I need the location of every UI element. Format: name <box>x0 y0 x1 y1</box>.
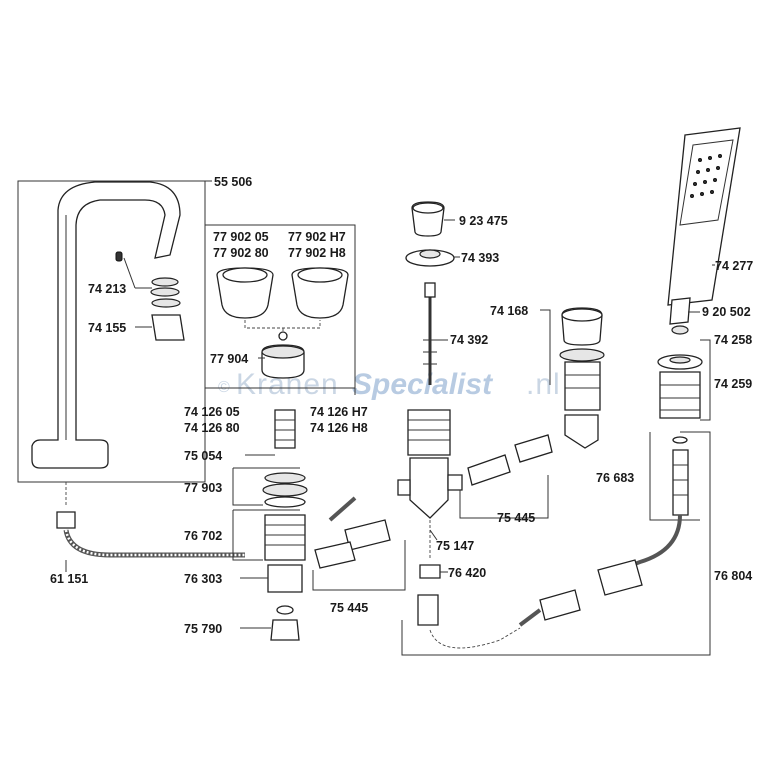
shower-hose <box>401 431 711 656</box>
aerator-housing <box>151 314 185 341</box>
shower-head <box>667 127 741 306</box>
aerator-ring-3 <box>151 298 181 308</box>
label-77904: 77 904 <box>210 352 248 366</box>
label-74155: 74 155 <box>88 321 126 335</box>
left-valve-stack <box>232 409 308 641</box>
label-77902H8: 77 902 H8 <box>288 246 346 260</box>
leader-lines <box>123 180 715 629</box>
center-stack <box>312 201 553 626</box>
spindle-74392 <box>424 282 436 298</box>
valve-75147 <box>409 457 449 519</box>
label-74392: 74 392 <box>450 333 488 347</box>
label-74168: 74 168 <box>490 304 528 318</box>
holder-74259 <box>659 371 701 419</box>
label-55506: 55 506 <box>214 175 252 189</box>
label-75147: 75 147 <box>436 539 474 553</box>
label-74213: 74 213 <box>88 282 126 296</box>
watermark-brand-part2: Specialist <box>352 368 494 401</box>
aerator-ring-2 <box>150 287 180 297</box>
nut-75790 <box>270 619 300 641</box>
handle-group-frame <box>204 224 356 481</box>
spout-group <box>17 180 245 572</box>
aerator-ring-1 <box>151 277 179 287</box>
watermark: © Kranen Specialist .nl <box>218 368 561 401</box>
label-7790205: 77 902 05 <box>213 230 269 244</box>
bracket-75445-right <box>459 475 549 519</box>
label-7790280: 77 902 80 <box>213 246 269 260</box>
hose-75445-right <box>467 454 511 486</box>
cartridge-74126 <box>274 409 296 449</box>
diverter-body <box>407 409 451 456</box>
label-74393: 74 393 <box>461 251 499 265</box>
label-923475: 9 23 475 <box>459 214 508 228</box>
part-labels: 55 506 74 213 74 155 77 902 05 77 902 80… <box>50 175 753 636</box>
watermark-brand-suffix: .nl <box>526 368 561 401</box>
left-bracket-77903 <box>232 468 263 506</box>
threaded-body-76702 <box>264 514 306 561</box>
valve-body-right <box>564 361 601 411</box>
label-74258: 74 258 <box>714 333 752 347</box>
label-75790: 75 790 <box>184 622 222 636</box>
nipple-76420 <box>419 564 441 579</box>
nut-76303 <box>267 564 303 593</box>
connector <box>417 594 439 626</box>
label-920502: 9 20 502 <box>702 305 751 319</box>
label-77902H7: 77 902 H7 <box>288 230 346 244</box>
label-76804: 76 804 <box>714 569 752 583</box>
right-valve <box>540 307 605 449</box>
label-76702: 76 702 <box>184 529 222 543</box>
label-74126H7: 74 126 H7 <box>310 405 368 419</box>
label-76683: 76 683 <box>596 471 634 485</box>
label-77903: 77 903 <box>184 481 222 495</box>
hose-75445-left <box>344 519 391 551</box>
shower-nozzles <box>690 154 722 198</box>
spout-body <box>31 181 181 469</box>
hand-shower <box>649 127 741 521</box>
hose-end-76804 <box>597 559 643 596</box>
washer-920502 <box>671 325 689 335</box>
label-61151: 61 151 <box>50 572 88 586</box>
label-7412605: 74 126 05 <box>184 405 240 419</box>
label-74259: 74 259 <box>714 377 752 391</box>
label-76303: 76 303 <box>184 572 222 586</box>
label-76420: 76 420 <box>448 566 486 580</box>
label-74277: 74 277 <box>715 259 753 273</box>
bracket-75445-left <box>312 540 406 591</box>
label-75054: 75 054 <box>184 449 222 463</box>
hose-guide-76683 <box>672 449 689 516</box>
label-75445-right: 75 445 <box>497 511 535 525</box>
label-74126H8: 74 126 H8 <box>310 421 368 435</box>
label-7412680: 74 126 80 <box>184 421 240 435</box>
label-75445-left: 75 445 <box>330 601 368 615</box>
handle-group <box>204 224 356 481</box>
hose-nut <box>56 511 76 529</box>
aerator-pin-icon <box>115 251 123 262</box>
